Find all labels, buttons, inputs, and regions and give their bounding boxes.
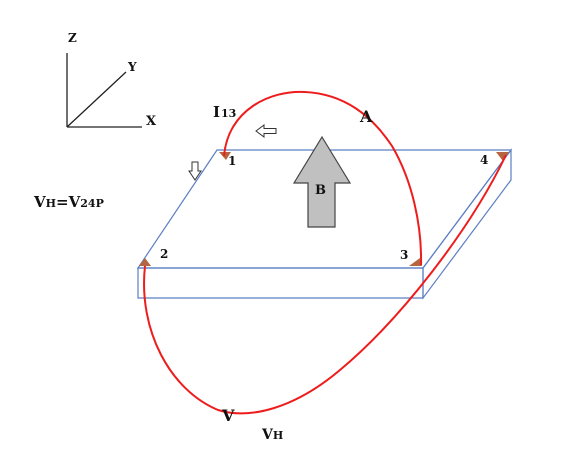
- ammeter-label: A: [359, 107, 373, 126]
- hall-voltage-label: VH: [261, 427, 283, 443]
- current-label-main: I: [213, 103, 220, 121]
- eq-24p-sub: 24P: [80, 197, 104, 210]
- field-label: B: [315, 183, 326, 198]
- eq-h-sub: H: [46, 197, 56, 210]
- voltmeter-label: V: [221, 406, 235, 425]
- corner-label-4: 4: [480, 153, 488, 167]
- hall-voltage-equation: VH=V24P: [33, 193, 104, 211]
- corner-label-3: 3: [400, 248, 408, 262]
- plate-side-face: [422, 148, 512, 300]
- y-axis: [66, 71, 127, 128]
- corner-label-1: 1: [228, 154, 236, 168]
- x-axis-label: X: [146, 114, 157, 129]
- vh-sub: H: [273, 429, 283, 442]
- magnetic-field-arrow: [292, 135, 352, 228]
- down-arrow-icon: [188, 161, 202, 181]
- contact-3: [409, 258, 422, 266]
- plate-front-face: [137, 267, 424, 299]
- contact-2: [139, 258, 151, 266]
- current-wire-1-3: [223, 90, 423, 266]
- corner-label-2: 2: [160, 247, 168, 261]
- current-label-sub: 13: [221, 107, 236, 120]
- current-label: I13: [213, 103, 236, 121]
- coordinate-axes: [66, 53, 142, 128]
- hall-plate: [136, 148, 513, 300]
- current-direction-arrow-icon: [255, 124, 277, 138]
- z-axis-label: Z: [68, 31, 77, 45]
- y-axis-label: Y: [127, 60, 137, 74]
- voltage-wire-2-4: [143, 154, 507, 415]
- vh-main: V: [261, 427, 274, 443]
- eq-mid: =V: [56, 193, 81, 211]
- eq-v-main: V: [33, 193, 46, 211]
- contact-4: [496, 152, 509, 161]
